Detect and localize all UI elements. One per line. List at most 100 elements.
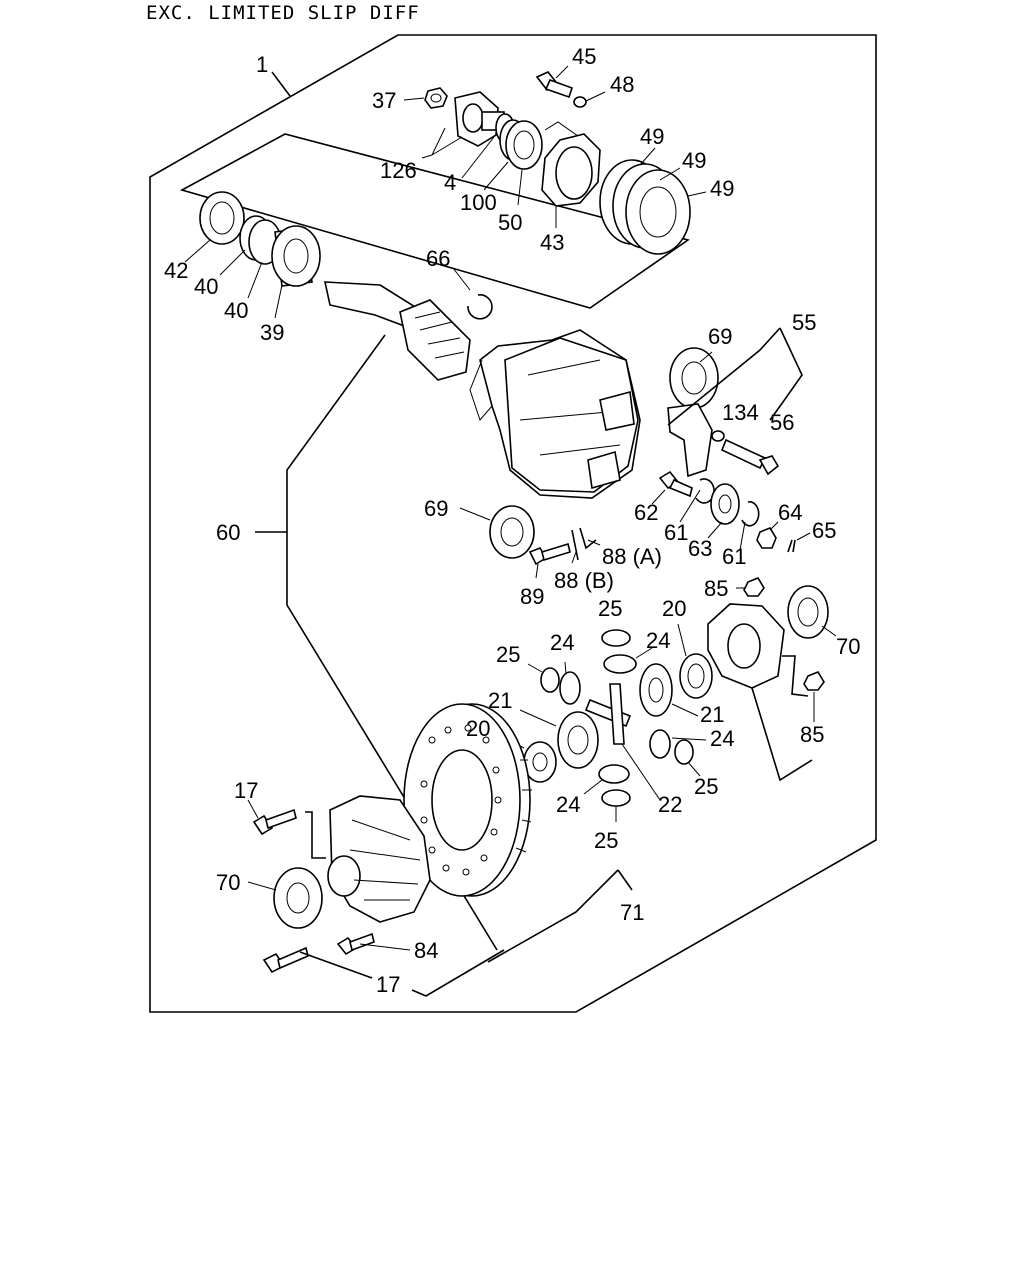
part-25-thrust-washer-bottom bbox=[601, 789, 631, 807]
part-24-pinion-gear-left bbox=[559, 671, 581, 705]
part-55-bearing-cap bbox=[667, 403, 713, 478]
label-17b: 17 bbox=[376, 972, 400, 997]
part-60-drive-pinion bbox=[323, 281, 471, 381]
label-85a: 85 bbox=[704, 576, 728, 601]
part-17-bolt-lower bbox=[262, 946, 309, 974]
part-85-nut-lower bbox=[803, 671, 825, 691]
part-56-bolt bbox=[720, 438, 780, 476]
label-61a: 61 bbox=[664, 520, 688, 545]
part-21-side-gear-right bbox=[639, 663, 673, 717]
part-48-washer bbox=[573, 96, 587, 108]
label-22: 22 bbox=[658, 792, 682, 817]
label-126: 126 bbox=[380, 158, 417, 183]
label-70b: 70 bbox=[216, 870, 240, 895]
label-134: 134 bbox=[722, 400, 759, 425]
label-48: 48 bbox=[610, 72, 634, 97]
part-70-bearing-right bbox=[787, 585, 829, 639]
carrier-housing bbox=[469, 329, 641, 499]
part-42-oil-seal bbox=[199, 191, 245, 245]
label-25d: 25 bbox=[594, 828, 618, 853]
part-17-bolt-upper bbox=[252, 808, 297, 836]
part-64-nut bbox=[756, 527, 777, 549]
label-25c: 25 bbox=[694, 774, 718, 799]
part-65-cotter-pin bbox=[787, 539, 796, 553]
part-126-companion-flange bbox=[454, 91, 505, 147]
part-25-thrust-washer-right bbox=[674, 739, 694, 765]
part-22-pinion-shaft bbox=[584, 683, 632, 745]
label-43: 43 bbox=[540, 230, 564, 255]
label-40b: 40 bbox=[224, 298, 248, 323]
label-64: 64 bbox=[778, 500, 802, 525]
label-21a: 21 bbox=[488, 688, 512, 713]
label-49c: 49 bbox=[710, 176, 734, 201]
part-20-thrust-washer-right bbox=[679, 653, 713, 699]
part-62-bolt bbox=[658, 470, 693, 498]
label-61b: 61 bbox=[722, 544, 746, 569]
diff-case-left bbox=[327, 795, 431, 923]
label-88b: 88 (B) bbox=[554, 568, 614, 593]
part-63-bearing bbox=[710, 483, 740, 525]
label-1: 1 bbox=[256, 52, 268, 77]
part-39-bearing bbox=[271, 225, 321, 287]
label-24a: 24 bbox=[550, 630, 574, 655]
part-25-thrust-washer-top bbox=[601, 629, 631, 647]
part-21-side-gear-left bbox=[557, 711, 599, 769]
part-25-thrust-washer-left bbox=[540, 667, 560, 693]
label-21b: 21 bbox=[700, 702, 724, 727]
label-50: 50 bbox=[498, 210, 522, 235]
label-40a: 40 bbox=[194, 274, 218, 299]
label-49b: 49 bbox=[682, 148, 706, 173]
part-24-pinion-gear-right bbox=[649, 729, 671, 759]
label-63: 63 bbox=[688, 536, 712, 561]
label-55: 55 bbox=[792, 310, 816, 335]
label-66: 66 bbox=[426, 246, 450, 271]
label-4: 4 bbox=[444, 170, 456, 195]
part-61-snap-ring-b bbox=[741, 500, 760, 527]
label-62: 62 bbox=[634, 500, 658, 525]
part-70-bearing-left bbox=[273, 867, 323, 929]
label-45: 45 bbox=[572, 44, 596, 69]
ring-gear bbox=[403, 703, 532, 897]
label-60: 60 bbox=[216, 520, 240, 545]
part-50-bearing bbox=[505, 120, 543, 170]
part-84-bolt bbox=[336, 932, 375, 956]
part-88-lock-plates bbox=[571, 527, 597, 561]
label-20a: 20 bbox=[662, 596, 686, 621]
label-85b: 85 bbox=[800, 722, 824, 747]
label-24c: 24 bbox=[710, 726, 734, 751]
part-66-snap-ring bbox=[467, 294, 493, 320]
label-69a: 69 bbox=[708, 324, 732, 349]
part-45-bolt bbox=[535, 71, 574, 99]
part-49-shims bbox=[599, 159, 691, 255]
label-88a: 88 (A) bbox=[602, 544, 662, 569]
label-49a: 49 bbox=[640, 124, 664, 149]
assembly-frame bbox=[149, 34, 877, 1013]
label-70a: 70 bbox=[836, 634, 860, 659]
part-43-retainer bbox=[541, 133, 601, 207]
label-69b: 69 bbox=[424, 496, 448, 521]
label-25a: 25 bbox=[598, 596, 622, 621]
label-17a: 17 bbox=[234, 778, 258, 803]
label-20b: 20 bbox=[466, 716, 490, 741]
label-25b: 25 bbox=[496, 642, 520, 667]
part-24-pinion-gear-top bbox=[603, 654, 637, 674]
part-85-nut-upper bbox=[743, 577, 765, 597]
label-71: 71 bbox=[620, 900, 644, 925]
part-134-washer bbox=[711, 430, 725, 442]
part-69-adjust-nut-lower bbox=[489, 505, 535, 559]
part-69-adjust-nut-upper bbox=[669, 347, 719, 409]
label-84: 84 bbox=[414, 938, 438, 963]
label-42: 42 bbox=[164, 258, 188, 283]
diff-case-right bbox=[707, 603, 785, 689]
part-24-pinion-gear-bottom bbox=[598, 764, 630, 784]
label-24d: 24 bbox=[556, 792, 580, 817]
diff-group-bracket bbox=[286, 334, 498, 951]
diagram-title: EXC. LIMITED SLIP DIFF bbox=[146, 2, 420, 24]
part-89-bolt bbox=[528, 542, 571, 566]
label-56: 56 bbox=[770, 410, 794, 435]
part-37-nut bbox=[424, 87, 448, 109]
label-89: 89 bbox=[520, 584, 544, 609]
label-37: 37 bbox=[372, 88, 396, 113]
label-39: 39 bbox=[260, 320, 284, 345]
